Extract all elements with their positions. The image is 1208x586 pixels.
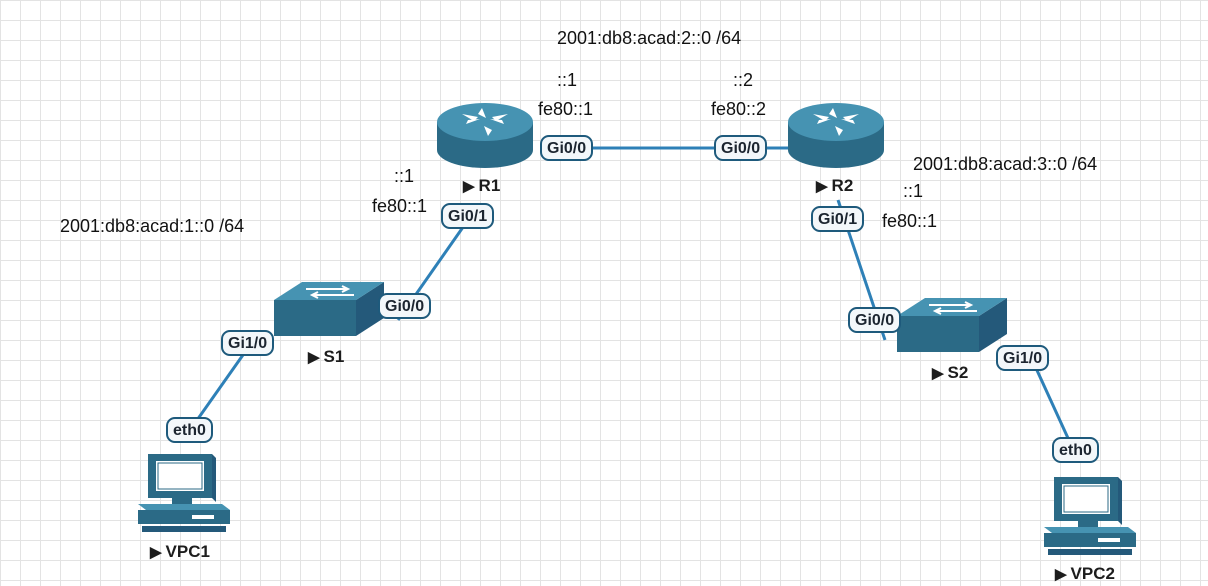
s1-port-gi1-0[interactable]: Gi1/0 (221, 330, 275, 356)
s1-label: ▶S1 (308, 347, 345, 366)
switch-icon[interactable] (893, 296, 1011, 356)
r1-label: ▶R1 (463, 176, 501, 195)
pc-icon[interactable] (136, 452, 234, 534)
play-triangle-icon: ▶ (932, 365, 944, 382)
r2-wan-link-local: fe80::2 (711, 99, 767, 119)
play-triangle-icon: ▶ (1055, 566, 1067, 583)
r2-label: ▶R2 (816, 176, 854, 195)
r1-wan-address: ::1 (557, 70, 578, 90)
r2-port-gi0-0[interactable]: Gi0/0 (714, 135, 768, 161)
s2-port-gi1-0[interactable]: Gi1/0 (996, 345, 1050, 371)
subnet-wan-label: 2001:db8:acad:2::0 /64 (557, 28, 742, 48)
play-triangle-icon: ▶ (463, 178, 475, 195)
play-triangle-icon: ▶ (308, 349, 320, 366)
r2-lan-address: ::1 (903, 181, 924, 201)
r2-lan-link-local: fe80::1 (882, 211, 938, 231)
subnet-lan2-label: 2001:db8:acad:3::0 /64 (913, 154, 1098, 174)
r2-port-gi0-1[interactable]: Gi0/1 (811, 206, 865, 232)
r1-wan-link-local: fe80::1 (538, 99, 594, 119)
vpc2-port-eth0[interactable]: eth0 (1052, 437, 1099, 463)
router-icon[interactable] (785, 100, 887, 172)
r2-wan-address: ::2 (733, 70, 754, 90)
play-triangle-icon: ▶ (816, 178, 828, 195)
vpc1-label: ▶VPC1 (150, 542, 210, 561)
switch-icon[interactable] (270, 280, 388, 340)
s2-label: ▶S2 (932, 363, 969, 382)
s1-port-gi0-0[interactable]: Gi0/0 (378, 293, 432, 319)
r1-lan-address: ::1 (394, 166, 415, 186)
r1-port-gi0-1[interactable]: Gi0/1 (441, 203, 495, 229)
pc-icon[interactable] (1042, 475, 1140, 557)
s2-port-gi0-0[interactable]: Gi0/0 (848, 307, 902, 333)
vpc1-port-eth0[interactable]: eth0 (166, 417, 213, 443)
r1-port-gi0-0[interactable]: Gi0/0 (540, 135, 594, 161)
vpc2-label: ▶VPC2 (1055, 564, 1115, 583)
play-triangle-icon: ▶ (150, 544, 162, 561)
r1-lan-link-local: fe80::1 (372, 196, 428, 216)
router-icon[interactable] (434, 100, 536, 172)
subnet-lan1-label: 2001:db8:acad:1::0 /64 (60, 216, 245, 236)
